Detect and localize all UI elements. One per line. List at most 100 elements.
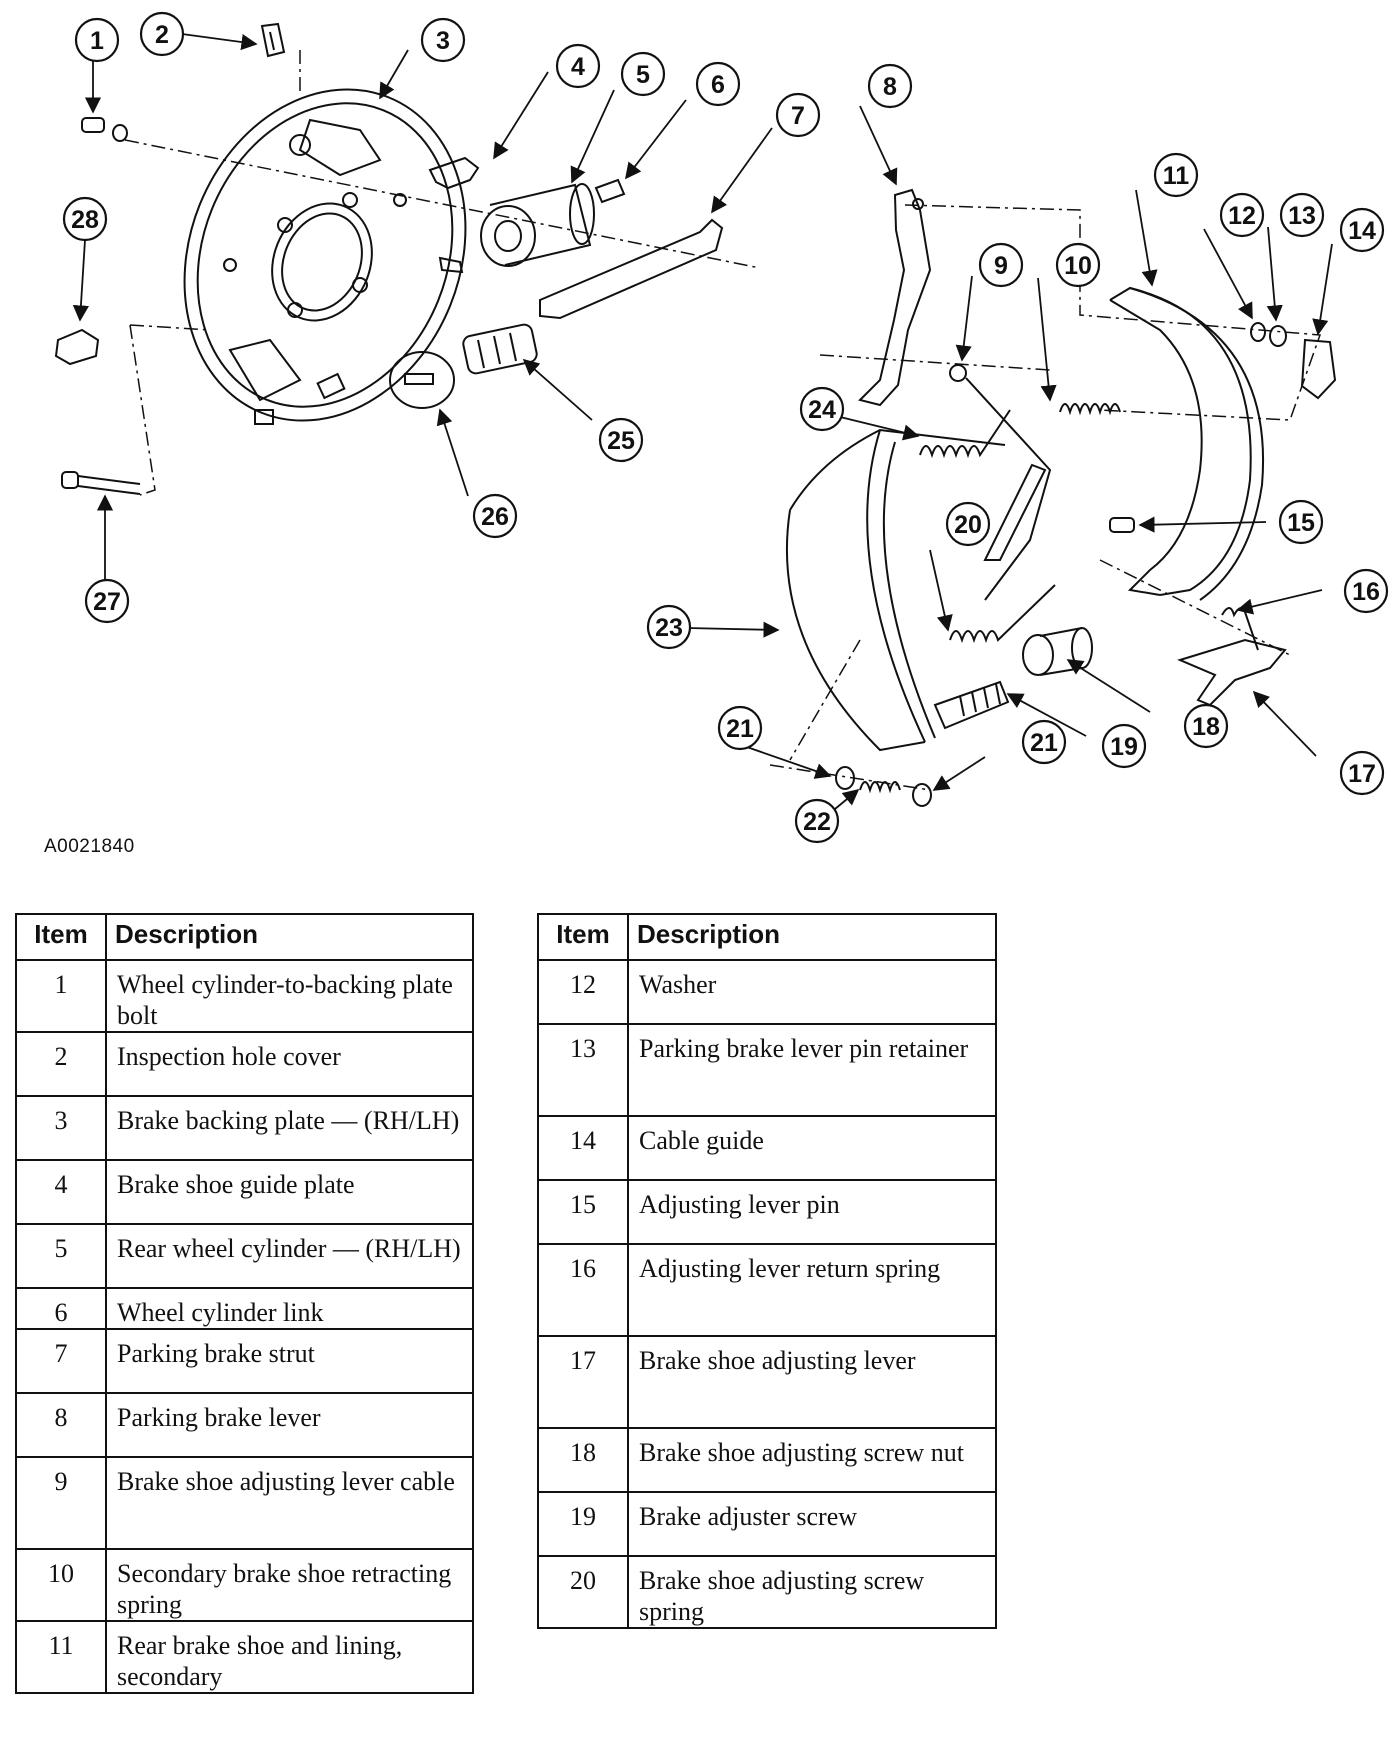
callout-21: 21 <box>717 705 763 751</box>
spring-part-16 <box>1221 607 1259 651</box>
callout-circle <box>1343 568 1389 614</box>
callout-15: 15 <box>1278 499 1324 545</box>
callout-circle <box>1021 719 1067 765</box>
callout-12: 12 <box>1219 192 1265 238</box>
callout-26: 25 <box>598 417 644 463</box>
callout-7: 7 <box>775 92 821 138</box>
item-description: Parking brake lever pin retainer <box>627 1023 997 1117</box>
item-number: 8 <box>15 1392 107 1458</box>
callout-circle <box>1279 192 1325 238</box>
callout-number: 23 <box>655 614 683 642</box>
guide-part-14 <box>1300 338 1337 400</box>
callout-circle <box>420 17 466 63</box>
callout-circle <box>62 196 108 242</box>
callout-number: 11 <box>1163 162 1190 190</box>
item-number: 10 <box>15 1548 107 1622</box>
callout-circle <box>1055 242 1101 288</box>
callout-number: 17 <box>1348 760 1376 788</box>
wheel-cylinder-part-5 <box>480 183 595 267</box>
screw-part-19 <box>933 680 1010 730</box>
callout-14: 14 <box>1339 207 1385 253</box>
callout-number: 27 <box>93 588 121 616</box>
item-number: 12 <box>537 959 629 1025</box>
item-number: 18 <box>537 1427 629 1493</box>
link-part-6 <box>594 178 626 204</box>
callout-circle <box>1101 723 1147 769</box>
item-description: Parking brake strut <box>105 1328 474 1394</box>
callout-5: 5 <box>620 51 666 97</box>
callout-circle <box>598 417 644 463</box>
callout-9: 9 <box>978 242 1024 288</box>
spring-part-20 <box>949 584 1056 644</box>
callout-circle <box>1339 207 1385 253</box>
item-description: Adjusting lever pin <box>627 1179 997 1245</box>
callout-circle <box>1183 703 1229 749</box>
callout-number: 25 <box>607 427 635 455</box>
item-number: 7 <box>15 1328 107 1394</box>
item-number: 20 <box>537 1555 629 1629</box>
table-header-row: Item Description <box>537 913 997 961</box>
lever-part-17 <box>1177 638 1287 707</box>
callout-circle <box>799 386 845 432</box>
item-description: Brake shoe adjusting lever <box>627 1335 997 1429</box>
item-description: Adjusting lever return spring <box>627 1243 997 1337</box>
item-description: Cable guide <box>627 1115 997 1181</box>
callout-number: 21 <box>726 715 754 743</box>
backing-plate-part-3 <box>183 88 467 425</box>
callout-circle <box>775 92 821 138</box>
item-description: Rear wheel cylinder — (RH/LH) <box>105 1223 474 1289</box>
item-number: 2 <box>15 1031 107 1097</box>
callout-4: 4 <box>555 43 601 89</box>
callout-number: 2 <box>155 21 169 49</box>
callout-3: 3 <box>420 17 466 63</box>
spring-part-10 <box>1059 403 1121 416</box>
callout-number: 9 <box>994 252 1008 280</box>
bolt-part-1 <box>81 117 128 142</box>
callout-10: 10 <box>1055 242 1101 288</box>
callout-8: 8 <box>867 63 913 109</box>
item-number: 11 <box>15 1620 107 1694</box>
callout-number: 4 <box>571 53 585 81</box>
cap-part-26 <box>389 351 455 409</box>
callout-number: 1 <box>90 27 104 55</box>
nut-part-18 <box>1022 627 1093 676</box>
item-number: 3 <box>15 1095 107 1161</box>
callout-number: 26 <box>481 503 509 531</box>
callout-circle <box>1339 750 1385 796</box>
item-description: Brake shoe adjusting lever cable <box>105 1456 474 1550</box>
callout-circle <box>794 798 840 844</box>
callout-number: 3 <box>436 27 450 55</box>
item-description: Brake backing plate — (RH/LH) <box>105 1095 474 1161</box>
item-description: Washer <box>627 959 997 1025</box>
shoe-part-23 <box>785 428 1006 752</box>
cable-part-9 <box>965 377 1052 601</box>
callout-circle <box>1153 152 1199 198</box>
callout-2: 2 <box>139 11 185 57</box>
callout-17: 17 <box>1339 750 1385 796</box>
pin-part-15 <box>1109 517 1135 533</box>
item-number: 4 <box>15 1159 107 1225</box>
item-description: Secondary brake shoe retracting spring <box>105 1548 474 1622</box>
callout-number: 19 <box>1110 733 1138 761</box>
callout-number: 8 <box>883 73 897 101</box>
callout-circle <box>695 61 741 107</box>
callout-circle <box>74 17 120 63</box>
item-description: Brake shoe guide plate <box>105 1159 474 1225</box>
cover-part-2 <box>260 22 286 58</box>
callout-circle <box>646 604 692 650</box>
spring-part-24 <box>919 409 1011 459</box>
callout-18: 18 <box>1183 703 1229 749</box>
callout-27: 26 <box>472 493 518 539</box>
